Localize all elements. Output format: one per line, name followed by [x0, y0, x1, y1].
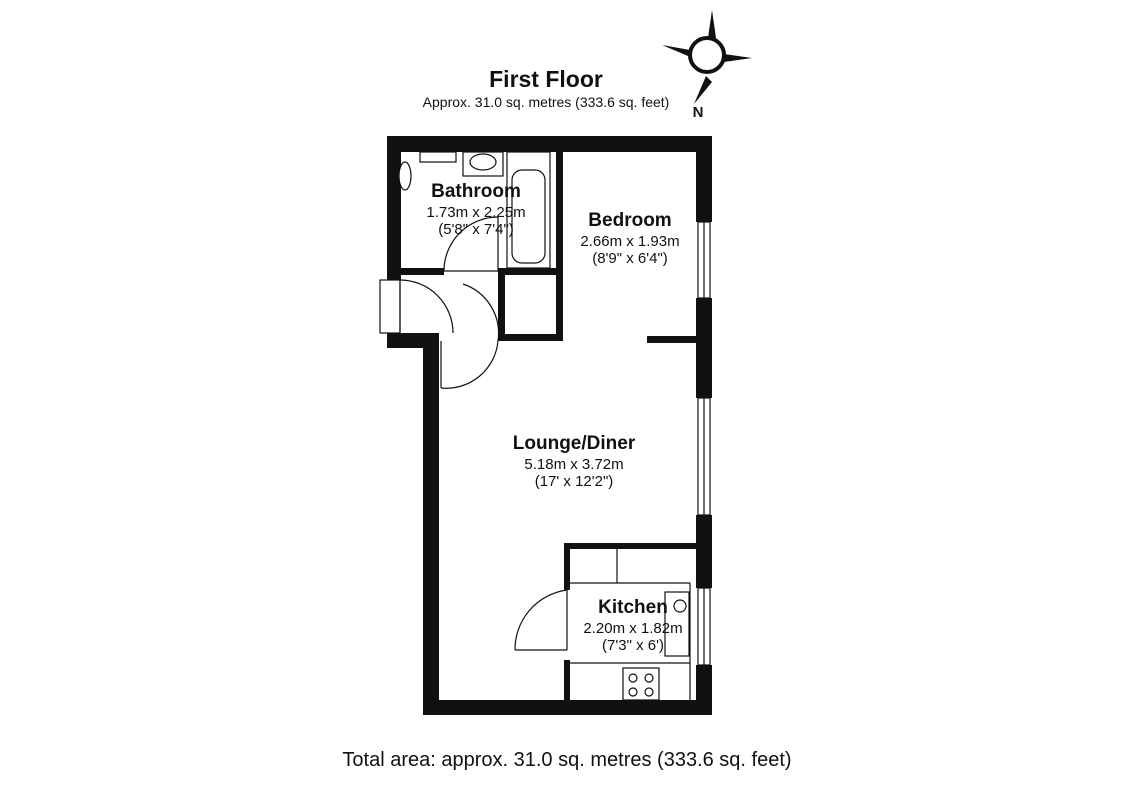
room-imperial: (7'3" x 6'): [602, 637, 664, 654]
exterior-walls: [387, 136, 712, 715]
room-metric: 5.18m x 3.72m: [524, 456, 623, 473]
floor-title: First Floor: [489, 66, 603, 92]
bathroom-fixtures: [398, 151, 551, 269]
room-name: Lounge/Diner: [513, 433, 636, 454]
toilet-icon: [398, 161, 412, 191]
room-imperial: (17' x 12'2"): [535, 473, 614, 490]
room-name: Bedroom: [588, 210, 671, 231]
total-area: Total area: approx. 31.0 sq. metres (333…: [342, 749, 791, 771]
compass-north-label: N: [693, 104, 704, 121]
floor-subtitle: Approx. 31.0 sq. metres (333.6 sq. feet): [423, 94, 670, 110]
windows: [697, 221, 711, 666]
room-bathroom: Bathroom 1.73m x 2.25m (5'8" x 7'4"): [426, 181, 525, 238]
room-metric: 2.66m x 1.93m: [580, 233, 679, 250]
interior-walls: [400, 136, 704, 703]
room-name: Kitchen: [598, 597, 668, 618]
hob-icon: [622, 667, 660, 701]
doors: [379, 216, 568, 651]
room-imperial: (8'9" x 6'4"): [592, 250, 668, 267]
room-lounge-diner: Lounge/Diner 5.18m x 3.72m (17' x 12'2"): [513, 433, 636, 490]
room-imperial: (5'8" x 7'4"): [438, 221, 514, 238]
room-bedroom: Bedroom 2.66m x 1.93m (8'9" x 6'4"): [580, 210, 679, 267]
room-kitchen: Kitchen 2.20m x 1.82m (7'3" x 6'): [583, 597, 682, 654]
compass-icon: [662, 10, 752, 104]
room-metric: 2.20m x 1.82m: [583, 620, 682, 637]
kitchen-fittings: [570, 549, 691, 701]
room-name: Bathroom: [431, 181, 521, 202]
room-metric: 1.73m x 2.25m: [426, 204, 525, 221]
